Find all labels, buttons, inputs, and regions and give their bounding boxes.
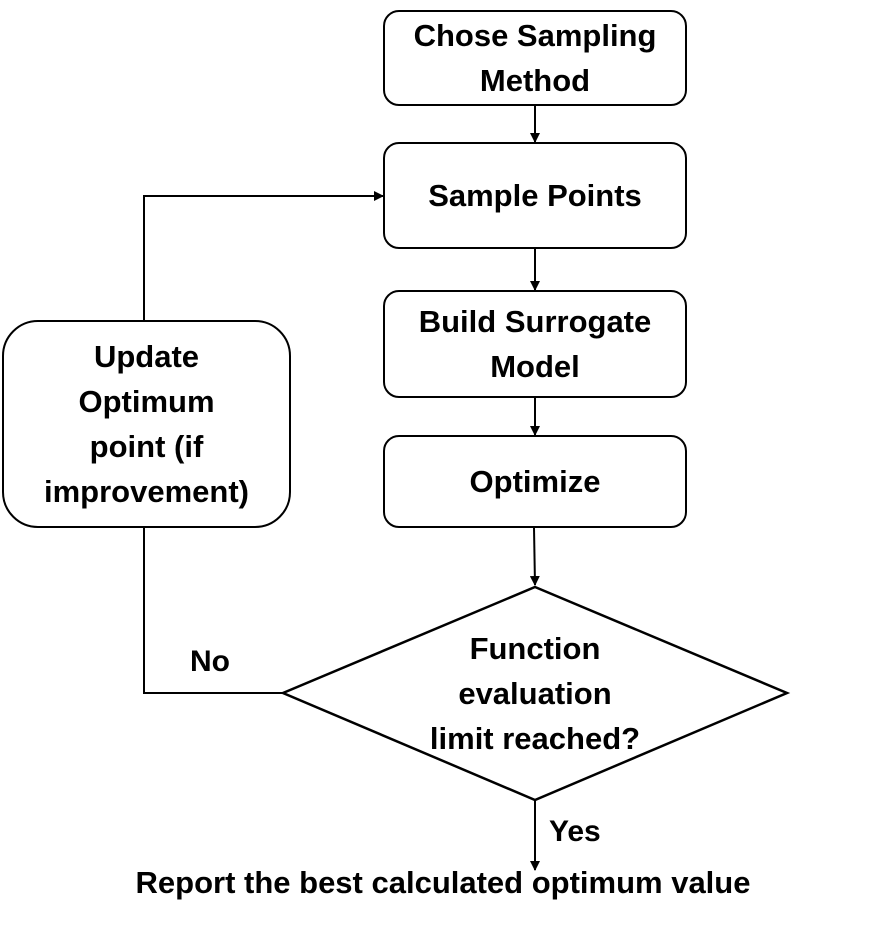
node-text-line: Build Surrogate xyxy=(418,304,652,339)
node-text-line: point (if xyxy=(89,429,204,464)
no-edge-label: No xyxy=(190,645,230,678)
node-text-line: improvement) xyxy=(44,474,249,509)
node-text-line: limit reached? xyxy=(429,721,641,756)
decision-diamond xyxy=(279,585,791,802)
arrow-no-to-update xyxy=(143,528,283,694)
node-text-line: Function xyxy=(469,631,601,666)
choose-sampling-method-box: Chose Sampling Method xyxy=(383,10,687,106)
node-text-line: evaluation xyxy=(458,676,612,711)
optimize-box: Optimize xyxy=(383,435,687,528)
node-text-line: Model xyxy=(490,349,580,384)
node-text-line: Update xyxy=(93,339,200,374)
decision-text: Function evaluation limit reached? xyxy=(383,626,687,761)
node-text-line: Chose Sampling xyxy=(413,18,657,53)
arrow-optimize-to-decision xyxy=(529,527,540,586)
yes-edge-label: Yes xyxy=(549,815,601,848)
arrow-update-to-sample xyxy=(143,191,384,320)
node-text-line: Sample Points xyxy=(428,178,642,213)
report-result-text: Report the best calculated optimum value xyxy=(135,865,751,900)
update-optimum-box: Update Optimum point (if improvement) xyxy=(2,320,291,528)
node-text-line: Method xyxy=(479,63,591,98)
build-surrogate-model-box: Build Surrogate Model xyxy=(383,290,687,398)
sample-points-box: Sample Points xyxy=(383,142,687,249)
node-text-line: Optimum xyxy=(78,384,215,419)
node-text-line: Optimize xyxy=(469,464,601,499)
